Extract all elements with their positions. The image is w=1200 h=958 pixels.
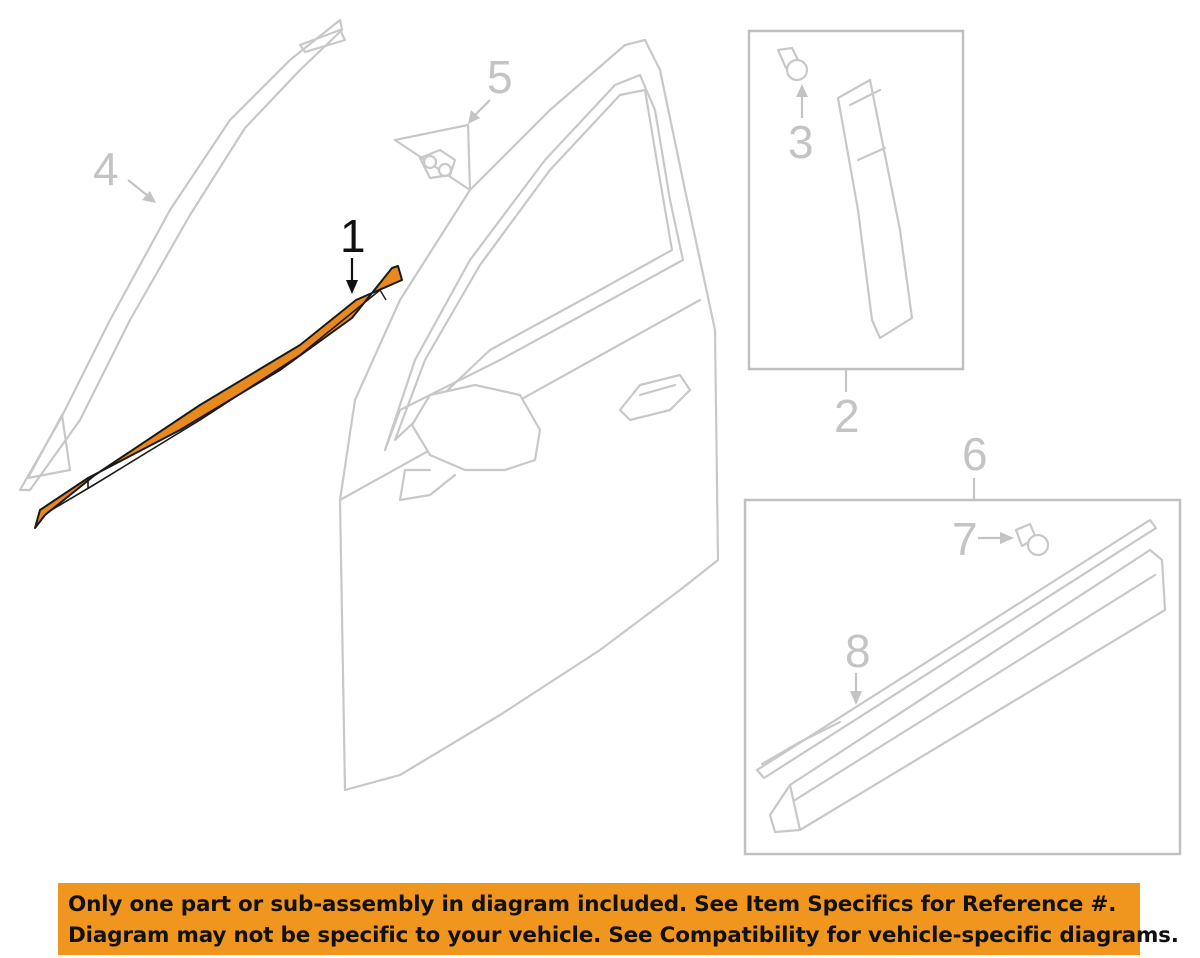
part-5-mirror-garnish: [393, 123, 472, 192]
callout-4-leader: [127, 179, 149, 197]
part-2-pillar-garnish: [836, 78, 914, 340]
callout-5-arrowhead: [468, 110, 480, 124]
part-6-box: [743, 498, 1182, 856]
callout-7: 7: [952, 513, 978, 565]
part-8-side-molding: [755, 518, 1158, 780]
callout-1: 1: [340, 210, 366, 262]
callout-4: 4: [93, 143, 119, 195]
callout-2: 2: [834, 390, 860, 442]
disclaimer-line-1: Only one part or sub-assembly in diagram…: [68, 892, 1117, 917]
callout-8: 8: [845, 625, 871, 677]
disclaimer-banner: Only one part or sub-assembly in diagram…: [58, 883, 1179, 955]
callout-8-arrowhead: [850, 691, 862, 705]
parts-diagram: 4 5 1 2 3: [18, 18, 1182, 856]
callout-7-arrowhead: [1000, 532, 1014, 544]
callout-3-arrowhead: [796, 84, 808, 97]
part-3-clip: [776, 46, 809, 82]
callout-1-arrowhead: [346, 280, 358, 294]
disclaimer-line-2: Diagram may not be specific to your vehi…: [68, 923, 1179, 948]
callout-5: 5: [487, 51, 513, 103]
front-door: [338, 38, 720, 792]
callout-6: 6: [962, 428, 988, 480]
part-1-belt-molding: [34, 265, 403, 529]
part-4-pillar-molding: [18, 18, 347, 492]
part-7-clip: [1014, 522, 1050, 557]
callout-3: 3: [788, 116, 814, 168]
callout-4-arrowhead: [142, 191, 156, 203]
callout-5-leader: [473, 99, 491, 117]
part-6-side-garnish: [768, 548, 1167, 834]
part-2-box: [747, 29, 965, 371]
